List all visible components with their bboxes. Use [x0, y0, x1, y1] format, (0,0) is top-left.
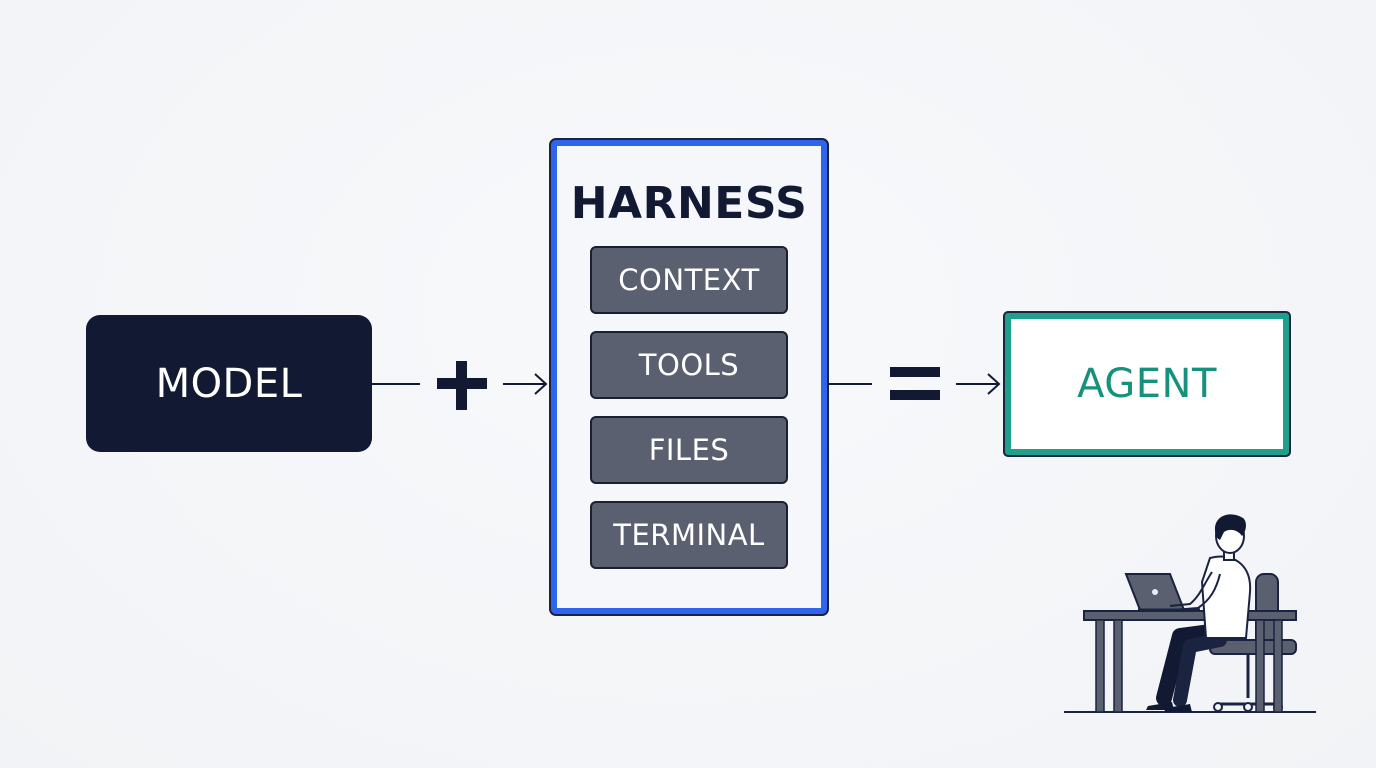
harness-item-label: TERMINAL: [613, 518, 765, 552]
harness-item-terminal: TERMINAL: [590, 501, 788, 569]
harness-item-label: CONTEXT: [618, 263, 760, 297]
harness-item-label: TOOLS: [638, 348, 740, 382]
agent-box: AGENT: [1003, 311, 1291, 457]
arrow-to-agent-icon: [956, 373, 1001, 395]
harness-item-files: FILES: [590, 416, 788, 484]
agent-label: AGENT: [1077, 361, 1217, 407]
model-label: MODEL: [155, 360, 303, 407]
harness-item-label: FILES: [648, 433, 730, 467]
model-box: MODEL: [86, 315, 372, 452]
harness-item-context: CONTEXT: [590, 246, 788, 314]
arrow-to-harness-icon: [503, 373, 548, 395]
plus-operator-icon: [437, 361, 487, 410]
harness-item-tools: TOOLS: [590, 331, 788, 399]
person-at-laptop-icon: [1064, 514, 1316, 713]
equals-operator-icon: [890, 367, 940, 400]
harness-box: HARNESS CONTEXT TOOLS FILES TERMINAL: [549, 138, 829, 616]
harness-title: HARNESS: [570, 178, 808, 229]
